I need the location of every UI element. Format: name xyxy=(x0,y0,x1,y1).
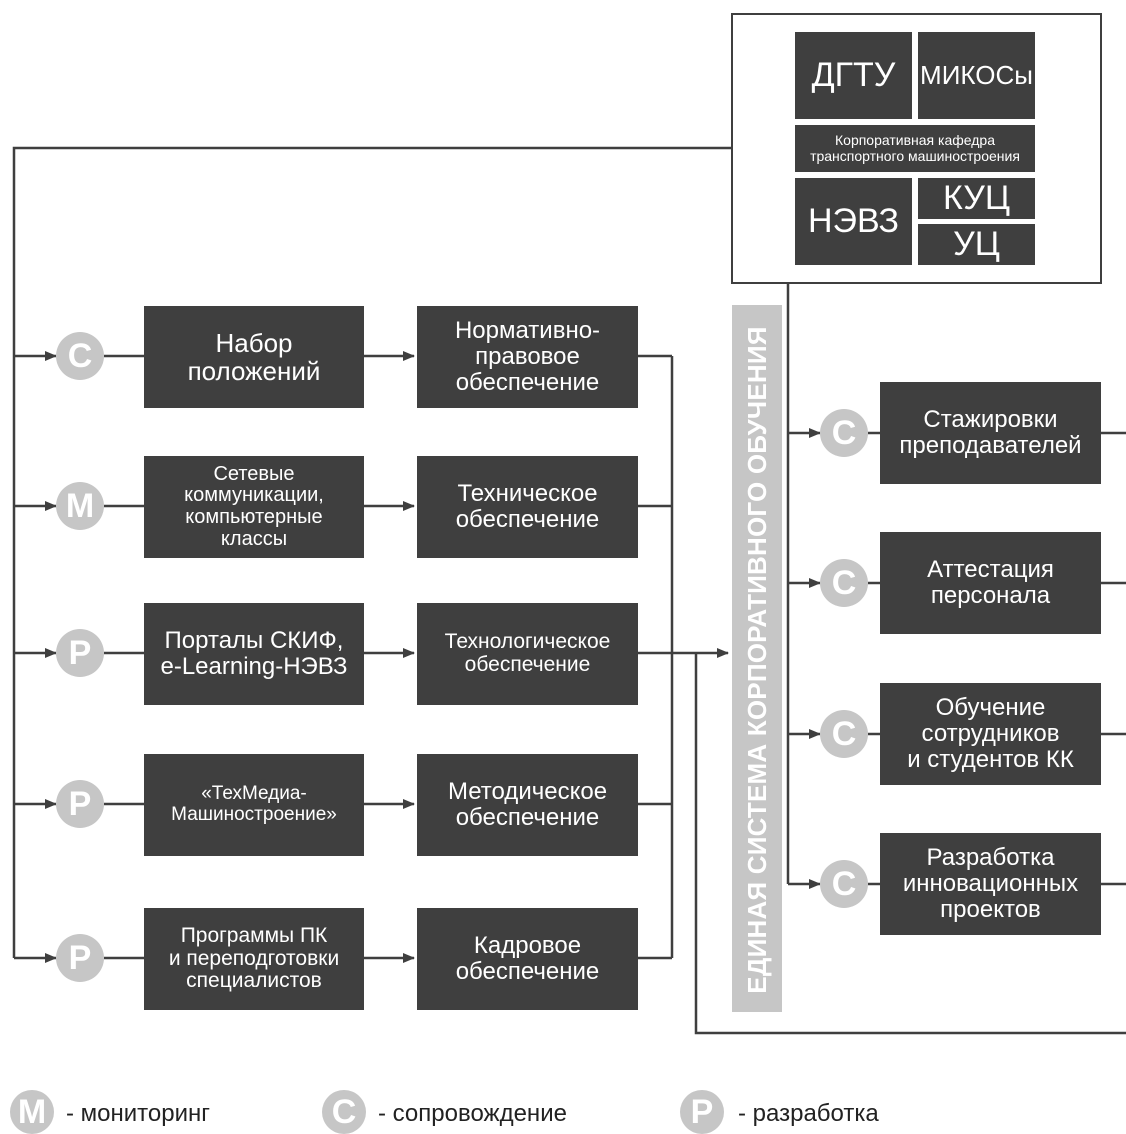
uts-box: УЦ xyxy=(918,224,1035,265)
output-box-internships: Стажировки преподавателей xyxy=(880,382,1101,484)
legend-monitoring-text: - мониторинг xyxy=(66,1100,210,1127)
development-badge: Р xyxy=(56,934,104,982)
support-box-methodical: Методическое обеспечение xyxy=(417,754,638,856)
support-badge: С xyxy=(820,409,868,457)
legend-development-badge: Р xyxy=(680,1090,724,1134)
monitoring-badge: М xyxy=(56,482,104,530)
mikosy-box: МИКОСы xyxy=(918,32,1035,119)
support-box-technological: Технологическое обеспечение xyxy=(417,603,638,705)
output-box-innovation: Разработка инновационных проектов xyxy=(880,833,1101,935)
support-box-legal: Нормативно- правовое обеспечение xyxy=(417,306,638,408)
legend-support-badge: С xyxy=(322,1090,366,1134)
support-badge: С xyxy=(820,860,868,908)
system-bar xyxy=(732,305,782,1012)
legend-support-text: - сопровождение xyxy=(378,1100,567,1127)
tool-box-programs: Программы ПК и переподготовки специалист… xyxy=(144,908,364,1010)
legend-monitoring-badge: М xyxy=(10,1090,54,1134)
support-badge: С xyxy=(820,559,868,607)
support-badge: С xyxy=(56,332,104,380)
development-badge: Р xyxy=(56,629,104,677)
system-label: ЕДИНАЯ СИСТЕМА КОРПОРАТИВНОГО ОБУЧЕНИЯ xyxy=(741,326,772,994)
support-box-technical: Техническое обеспечение xyxy=(417,456,638,558)
corporate-department-box: Корпоративная кафедра транспортного маши… xyxy=(795,125,1035,172)
tool-box-techmedia: «ТехМедиа- Машиностроение» xyxy=(144,754,364,856)
development-badge: Р xyxy=(56,780,104,828)
organizations-block xyxy=(731,13,1102,284)
nevz-box: НЭВЗ xyxy=(795,178,912,265)
kuts-box: КУЦ xyxy=(918,178,1035,219)
dgtu-box: ДГТУ xyxy=(795,32,912,119)
support-badge: С xyxy=(820,710,868,758)
tool-box-networks: Сетевые коммуникации, компьютерные класс… xyxy=(144,456,364,558)
support-box-personnel: Кадровое обеспечение xyxy=(417,908,638,1010)
output-box-training: Обучение сотрудников и студентов КК xyxy=(880,683,1101,785)
tool-box-portals: Порталы СКИФ, e-Learning-НЭВЗ xyxy=(144,603,364,705)
tool-box-regulations: Набор положений xyxy=(144,306,364,408)
output-box-certification: Аттестация персонала xyxy=(880,532,1101,634)
legend-development-text: - разработка xyxy=(738,1100,879,1127)
